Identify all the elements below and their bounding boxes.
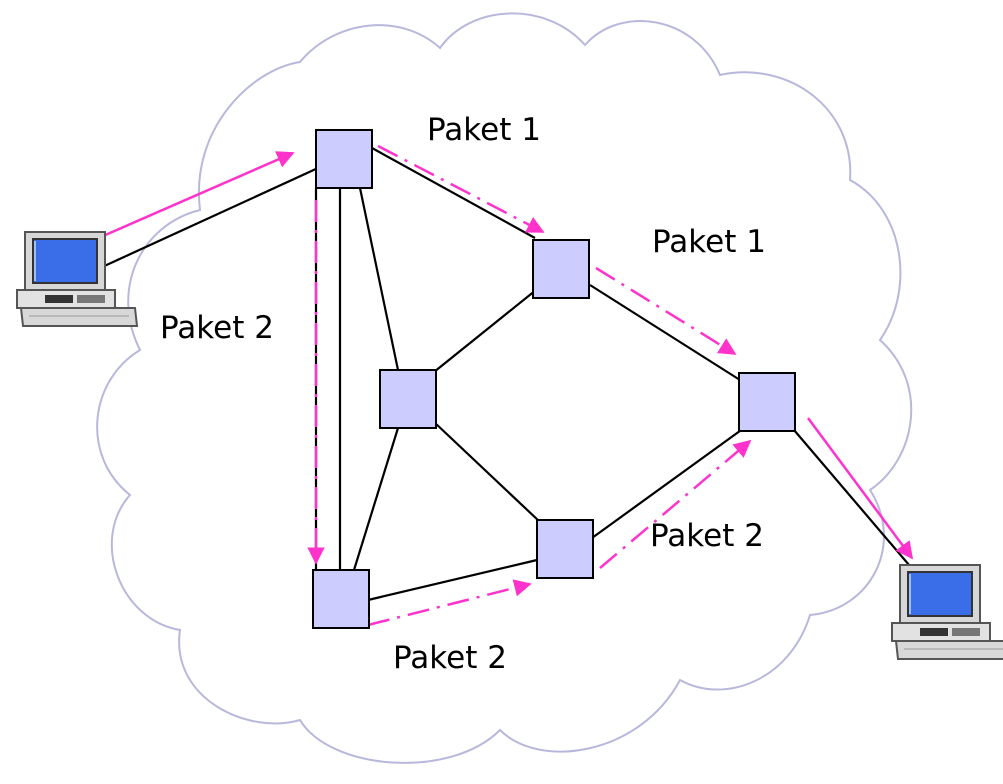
desktop-computer-icon — [16, 231, 138, 327]
link-r5-host2 — [793, 429, 916, 573]
path-r5-to-host2 — [806, 417, 914, 560]
router-icon — [315, 129, 373, 189]
paket1-label-right: Paket 1 — [652, 224, 766, 260]
link-r1-r2 — [371, 147, 536, 239]
paket2-label-right: Paket 2 — [650, 518, 764, 554]
routers — [312, 129, 796, 629]
link-r1-r3 — [358, 187, 400, 371]
path-paket1-r1-r2 — [377, 144, 545, 234]
packet-paths — [102, 144, 914, 627]
link-r3-r4 — [352, 427, 400, 571]
router-icon — [532, 239, 590, 299]
desktop-computer-icon — [891, 564, 1003, 660]
link-r2-r5 — [589, 284, 741, 381]
link-r2-r3 — [433, 289, 537, 373]
link-r3-r6 — [433, 421, 541, 523]
path-paket1-r2-r5 — [595, 266, 737, 356]
paket1-label-top: Paket 1 — [427, 112, 541, 148]
path-host1-to-r1 — [102, 151, 295, 238]
path-paket2-r6-r5 — [599, 439, 752, 569]
router-icon — [379, 369, 437, 429]
paket2-label-bottom: Paket 2 — [393, 640, 507, 676]
network-cloud — [96, 12, 913, 764]
router-icon — [738, 372, 796, 432]
link-r4-r6 — [367, 558, 538, 602]
router-icon — [536, 519, 594, 579]
link-host1-r1 — [99, 167, 319, 269]
path-paket2-r4-r6 — [367, 579, 532, 627]
paket2-label-left: Paket 2 — [160, 310, 274, 346]
network-links — [99, 147, 916, 602]
router-icon — [312, 569, 370, 629]
link-r6-r5 — [591, 427, 745, 539]
